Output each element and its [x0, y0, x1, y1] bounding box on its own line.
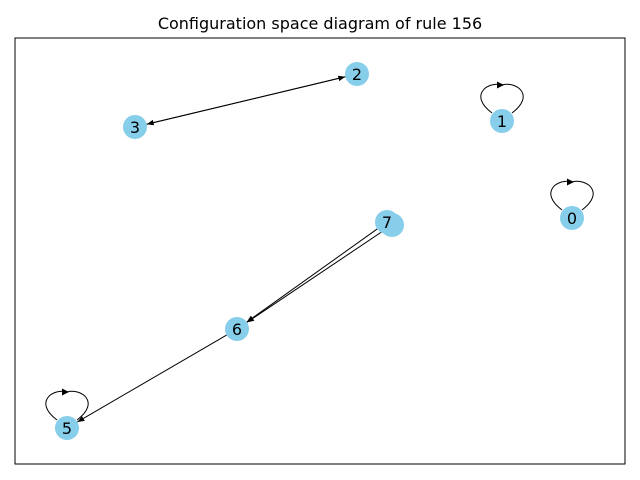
node-7: 7 [375, 210, 399, 234]
edges-layer [45, 75, 594, 423]
node-label-5: 5 [62, 419, 72, 438]
edge-arrowhead-5-5 [62, 388, 69, 396]
node-2: 2 [345, 62, 369, 86]
node-circle-1 [490, 109, 514, 133]
node-circle-6 [225, 317, 249, 341]
node-label-2: 2 [352, 65, 362, 84]
node-label-0: 0 [567, 209, 577, 228]
edge-6-to-5 [77, 334, 227, 423]
edge-3-to-2 [146, 75, 346, 125]
figure-title: Configuration space diagram of rule 156 [158, 14, 482, 33]
node-label-1: 1 [497, 112, 507, 131]
node-circle-7 [375, 210, 399, 234]
node-3: 3 [123, 115, 147, 139]
node-6: 6 [225, 317, 249, 341]
node-circle-5 [55, 416, 79, 440]
node-circle-2 [345, 62, 369, 86]
edge-arrowhead-1-1 [497, 81, 504, 89]
node-label-3: 3 [130, 118, 140, 137]
edge-7-to-6 [246, 228, 378, 323]
node-0: 0 [560, 206, 584, 230]
edge-arrowhead-0-0 [567, 178, 574, 186]
node-circle-0 [560, 206, 584, 230]
axes-frame [14, 37, 626, 465]
node-label-6: 6 [232, 320, 242, 339]
node-label-7: 7 [382, 213, 392, 232]
nodes-layer: 01234567 [55, 62, 584, 440]
node-5: 5 [55, 416, 79, 440]
node-1: 1 [490, 109, 514, 133]
edge-4-to-6 [246, 231, 383, 323]
node-circle-3 [123, 115, 147, 139]
